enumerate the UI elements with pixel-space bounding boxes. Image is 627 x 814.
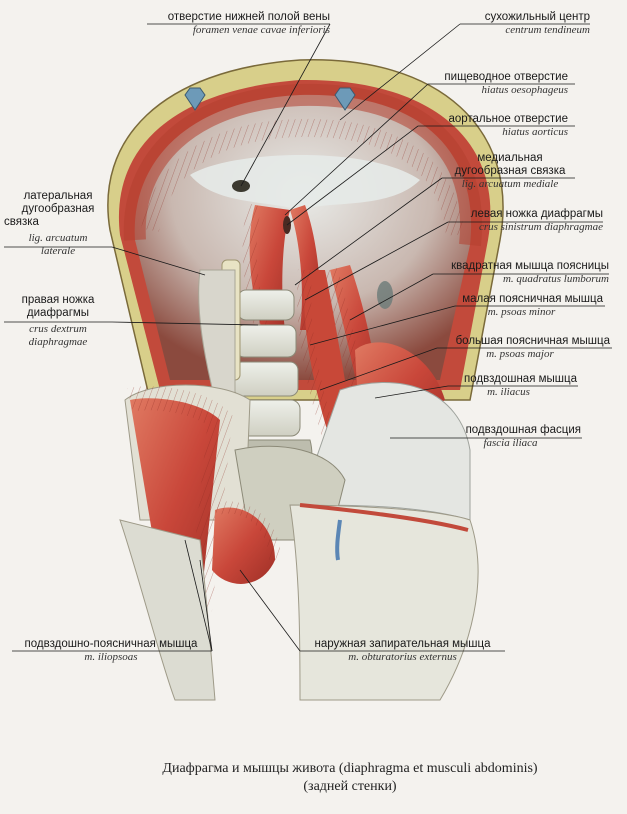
label-aortic-la: hiatus aorticus (502, 126, 568, 138)
label-quadratus-la: m. quadratus lumborum (502, 273, 609, 285)
label-medial-arcuate: медиальная дугообразная связка lig. arcu… (440, 152, 580, 191)
label-right-crus-l1: правая ножка (21, 294, 95, 306)
label-fascia: подвздошная фасция fascia iliaca (440, 424, 581, 450)
central-tendon-shape (190, 155, 420, 210)
femoral-vessel (335, 519, 342, 561)
label-iliacus-la: m. iliacus (487, 386, 530, 398)
label-centrum: сухожильный центр centrum tendineum (440, 11, 590, 37)
label-lateral-arcuate-l2: дугообразная (21, 203, 95, 215)
label-oesophageus: пищеводное отверстие hiatus oesophageus (400, 71, 568, 97)
top-vessel-right (334, 87, 356, 111)
label-psoas-minor-ru: малая поясничная мышца (462, 293, 603, 305)
left-femur (119, 519, 216, 701)
label-quadratus-ru: квадратная мышца поясницы (451, 260, 609, 272)
label-oesophageus-la: hiatus oesophageus (481, 84, 568, 96)
label-iliacus: подвздошная мышца m. iliacus (440, 373, 577, 399)
label-medial-arcuate-l1: медиальная (477, 152, 543, 164)
caption-line-1: Диафрагма и мышцы живота (diaphragma et … (162, 761, 538, 776)
label-obturator: наружная запирательная мышца m. obturato… (300, 638, 505, 664)
label-obturator-la: m. obturatorius externus (348, 651, 457, 663)
label-vena-cava: отверстие нижней полой вены foramen vena… (130, 11, 330, 37)
label-lateral-arcuate-l1: латеральная (23, 190, 93, 202)
right-thigh (289, 504, 479, 701)
label-iliacus-ru: подвздошная мышца (464, 373, 577, 385)
label-psoas-major: большая поясничная мышца m. psoas major (430, 335, 610, 361)
label-psoas-major-ru: большая поясничная мышца (455, 335, 610, 347)
label-left-crus: левая ножка диафрагмы crus sinistrum dia… (440, 208, 603, 234)
label-obturator-ru: наружная запирательная мышца (314, 638, 491, 650)
label-quadratus: квадратная мышца поясницы m. quadratus l… (420, 260, 609, 286)
label-medial-arcuate-la: lig. arcuatum mediale (461, 178, 559, 190)
label-lateral-arcuate: латеральная дугообразная связка lig. arc… (4, 190, 112, 258)
label-medial-arcuate-l2: дугообразная связка (454, 165, 566, 177)
label-psoas-minor: малая поясничная мышца m. psoas minor (440, 293, 603, 319)
label-vena-cava-ru: отверстие нижней полой вены (167, 11, 330, 23)
label-right-crus-la1: crus dextrum (29, 323, 87, 335)
label-right-crus-l2: диафрагмы (26, 307, 90, 319)
leader-lines (4, 23, 612, 652)
label-lateral-arcuate-l3: связка (4, 216, 39, 228)
label-vena-cava-la: foramen venae cavae inferioris (192, 24, 330, 36)
figure-caption: Диафрагма и мышцы живота (diaphragma et … (80, 760, 620, 796)
label-centrum-la: centrum tendineum (505, 24, 590, 36)
label-right-crus-la2: diaphragmae (28, 336, 88, 348)
label-lateral-arcuate-la1: lig. arcuatum (28, 232, 88, 244)
label-iliopsoas-ru: подвздошно-поясничная мышца (24, 638, 198, 650)
label-aortic-ru: аортальное отверстие (448, 113, 568, 125)
label-fascia-ru: подвздошная фасция (465, 424, 581, 436)
label-psoas-major-la: m. psoas major (486, 348, 554, 360)
label-left-crus-ru: левая ножка диафрагмы (470, 208, 603, 220)
label-lateral-arcuate-la2: laterale (40, 245, 76, 257)
caption-line-2: (задней стенки) (303, 779, 397, 794)
label-aortic: аортальное отверстие hiatus aorticus (390, 113, 568, 139)
top-vessel-left (184, 87, 206, 111)
label-oesophageus-ru: пищеводное отверстие (444, 71, 568, 83)
label-centrum-ru: сухожильный центр (484, 11, 590, 23)
label-iliopsoas-la: m. iliopsoas (84, 651, 138, 663)
label-left-crus-la: crus sinistrum diaphragmae (478, 221, 603, 233)
label-psoas-minor-la: m. psoas minor (487, 306, 556, 318)
label-right-crus: правая ножка диафрагмы crus dextrum diap… (4, 294, 112, 349)
label-iliopsoas: подвздошно-поясничная мышца m. iliopsoas (10, 638, 212, 664)
label-fascia-la: fascia iliaca (483, 437, 538, 449)
